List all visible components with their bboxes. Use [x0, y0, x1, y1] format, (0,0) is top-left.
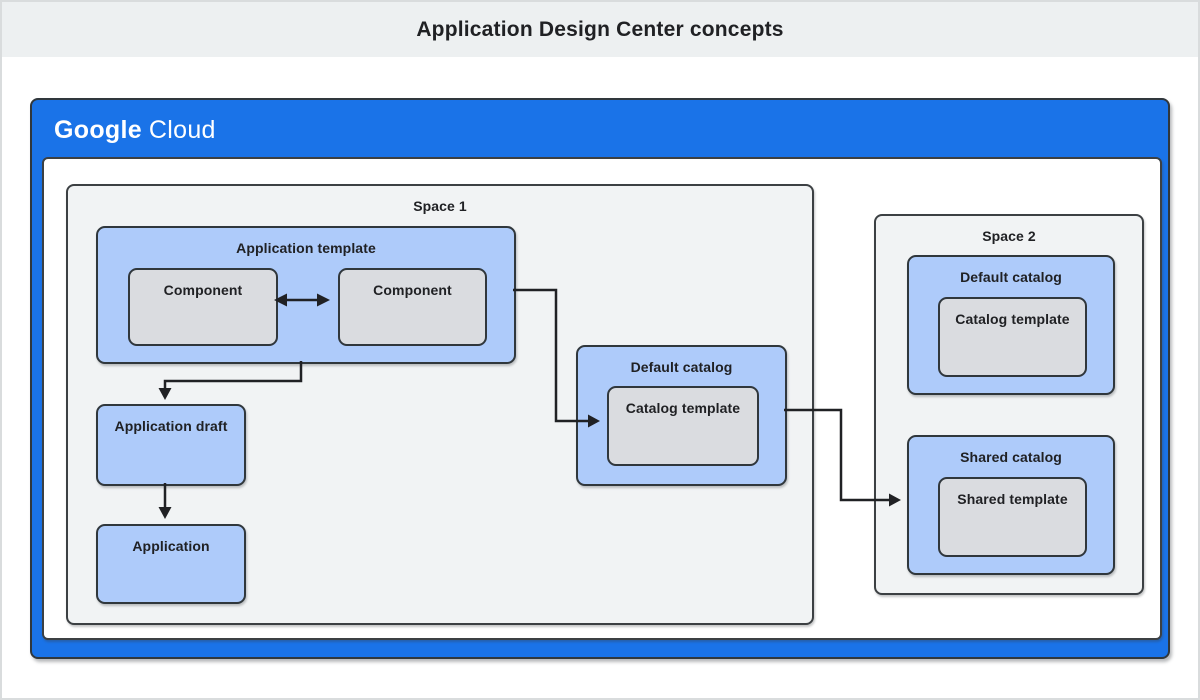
space2-panel: Space 2 Default catalog Catalog template…: [874, 214, 1144, 595]
catalog-template-box: Catalog template: [607, 386, 759, 466]
shared-catalog-box: Shared catalog Shared template: [907, 435, 1115, 575]
cloud-wordmark: Cloud: [148, 116, 216, 144]
application-draft-box: Application draft: [96, 404, 246, 486]
application-box: Application: [96, 524, 246, 604]
space1-panel: Space 1 Application template Component C…: [66, 184, 814, 625]
title-strip: Application Design Center concepts: [2, 2, 1198, 57]
diagram-canvas: Space 1 Application template Component C…: [42, 157, 1162, 640]
space1-label: Space 1: [413, 198, 467, 214]
default-catalog-box-space2: Default catalog Catalog template: [907, 255, 1115, 395]
default-catalog-box-space1: Default catalog Catalog template: [576, 345, 787, 486]
component-box: Component: [338, 268, 487, 346]
application-draft-label: Application draft: [114, 418, 228, 434]
application-template-box: Application template Component Component: [96, 226, 516, 364]
catalog-template-box: Catalog template: [938, 297, 1087, 377]
shared-template-label: Shared template: [957, 491, 1068, 507]
component-label: Component: [163, 282, 243, 298]
default-catalog-label: Default catalog: [630, 359, 733, 375]
application-label: Application: [132, 538, 210, 554]
catalog-template-label: Catalog template: [955, 311, 1070, 327]
application-template-label: Application template: [236, 240, 376, 256]
shared-catalog-label: Shared catalog: [960, 449, 1062, 465]
default-catalog-label: Default catalog: [960, 269, 1062, 285]
catalog-template-label: Catalog template: [625, 400, 741, 416]
shared-template-box: Shared template: [938, 477, 1087, 557]
page-title: Application Design Center concepts: [416, 17, 784, 41]
google-wordmark: Google: [54, 116, 142, 144]
component-box: Component: [128, 268, 278, 346]
space2-label: Space 2: [982, 228, 1036, 244]
component-label: Component: [373, 282, 452, 298]
